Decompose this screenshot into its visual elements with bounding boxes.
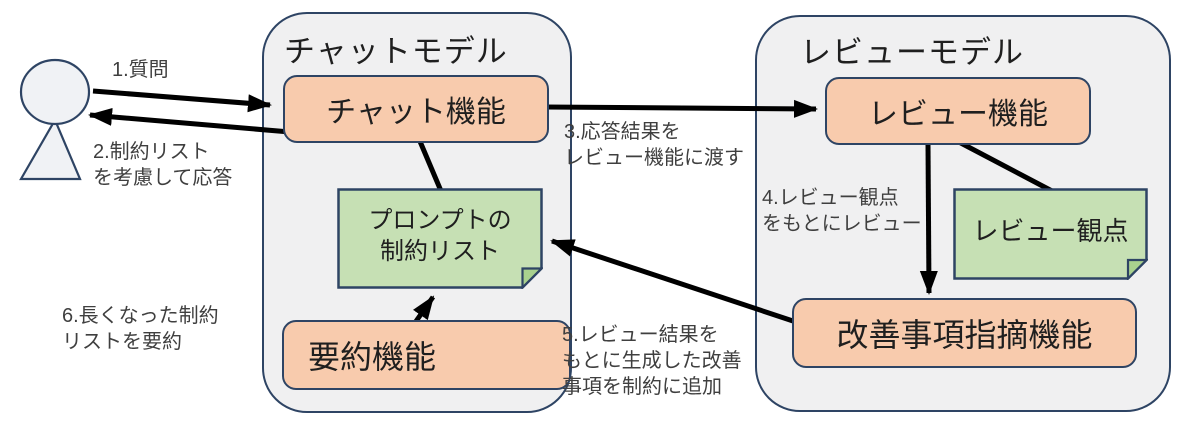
improvement-function-box: 改善事項指摘機能 — [792, 298, 1137, 368]
label-step4-review: 4.レビュー観点 をもとにレビュー — [762, 187, 922, 235]
label-step3-pass-result: 3.応答結果を レビュー機能に渡す — [564, 121, 744, 169]
prompt-constraint-note-text: プロンプトの 制約リスト — [368, 206, 512, 265]
summary-function-box: 要約機能 — [282, 320, 571, 390]
prompt-constraint-note: プロンプトの 制約リスト — [337, 188, 543, 289]
user-actor-icon — [19, 58, 91, 181]
arrow-response — [88, 107, 291, 135]
review-viewpoint-note-text: レビュー観点 — [972, 216, 1129, 246]
label-step1-question: 1.質問 — [112, 59, 169, 81]
chat-function-box: チャット機能 — [283, 75, 549, 143]
review-function-box: レビュー機能 — [825, 77, 1091, 145]
review-model-title: レビューモデル — [800, 35, 1024, 70]
chat-model-title: チャットモデル — [284, 34, 508, 69]
note-fold-corner — [521, 267, 543, 289]
review-viewpoint-note: レビュー観点 — [953, 188, 1148, 280]
label-step2-response: 2.制約リスト を考慮して応答 — [93, 141, 233, 189]
label-step5-add-constraint: 5.レビュー結果を もとに生成した改善 事項を制約に追加 — [562, 324, 742, 398]
label-step6-summarize: 6.長くなった制約 リストを要約 — [62, 305, 219, 353]
arrow-question — [92, 88, 272, 113]
note-fold-corner — [1126, 258, 1148, 280]
